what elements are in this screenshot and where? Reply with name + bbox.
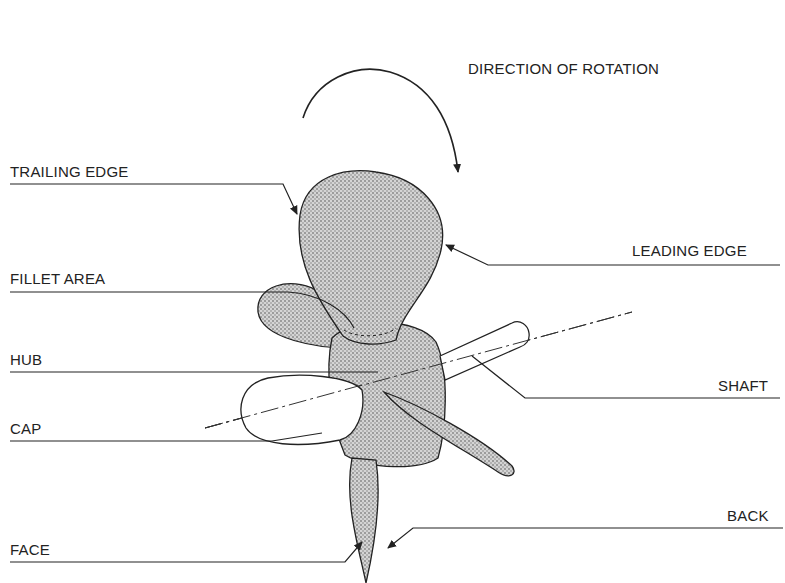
rotation-arrow <box>303 69 458 172</box>
shaft-centreline <box>205 385 362 428</box>
part-label: HUB <box>10 351 42 369</box>
part-label: LEADING EDGE <box>632 242 747 260</box>
part-label: FILLET AREA <box>10 270 105 288</box>
right-blade <box>384 392 514 476</box>
bottom-blade <box>350 458 378 583</box>
top-blade <box>299 171 443 344</box>
fillet-line <box>344 328 396 336</box>
rotation-label: DIRECTION OF ROTATION <box>468 60 659 78</box>
cap <box>241 375 363 444</box>
part-label: CAP <box>10 420 41 438</box>
part-label: TRAILING EDGE <box>10 163 128 181</box>
part-label: BACK <box>727 507 769 525</box>
part-label: SHAFT <box>718 377 768 395</box>
leader-lines <box>10 184 783 562</box>
shaft <box>440 322 529 380</box>
part-label: FACE <box>10 541 50 559</box>
